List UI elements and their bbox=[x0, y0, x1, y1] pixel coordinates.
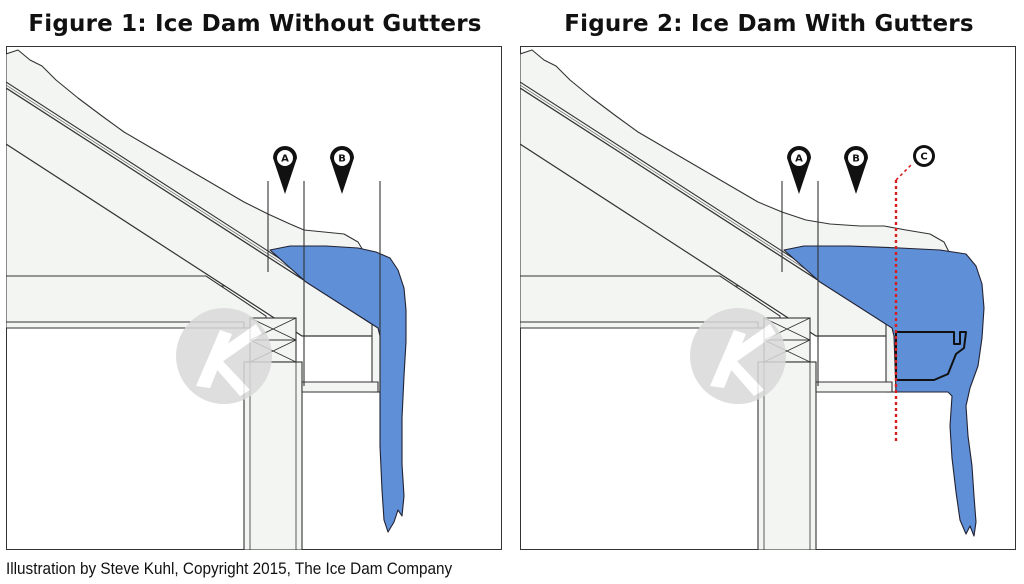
ice-dam bbox=[783, 245, 985, 537]
marker-b: B bbox=[844, 146, 868, 194]
figure-2-title: Figure 2: Ice Dam With Gutters bbox=[564, 11, 974, 37]
ruler-k-logo-icon bbox=[690, 308, 786, 404]
ruler-k-logo-icon bbox=[176, 308, 272, 404]
marker-b-letter: B bbox=[852, 154, 860, 165]
marker-a-letter: A bbox=[281, 154, 289, 165]
soffit bbox=[301, 381, 379, 393]
illustration-credit: Illustration by Steve Kuhl, Copyright 20… bbox=[6, 559, 453, 578]
marker-b-letter: B bbox=[338, 154, 346, 165]
ice-dam bbox=[269, 245, 407, 533]
soffit bbox=[815, 381, 893, 393]
marker-a: A bbox=[787, 146, 811, 194]
marker-a-letter: A bbox=[795, 154, 803, 165]
marker-c-letter: C bbox=[920, 152, 927, 163]
figure-2-diagram: A B C bbox=[520, 46, 1016, 550]
figure-1-title: Figure 1: Ice Dam Without Gutters bbox=[28, 11, 482, 37]
marker-c: C bbox=[913, 145, 935, 167]
marker-a: A bbox=[273, 146, 297, 194]
gutter bbox=[895, 331, 967, 381]
marker-b: B bbox=[330, 146, 354, 194]
figure-1-diagram: A B bbox=[6, 46, 502, 550]
